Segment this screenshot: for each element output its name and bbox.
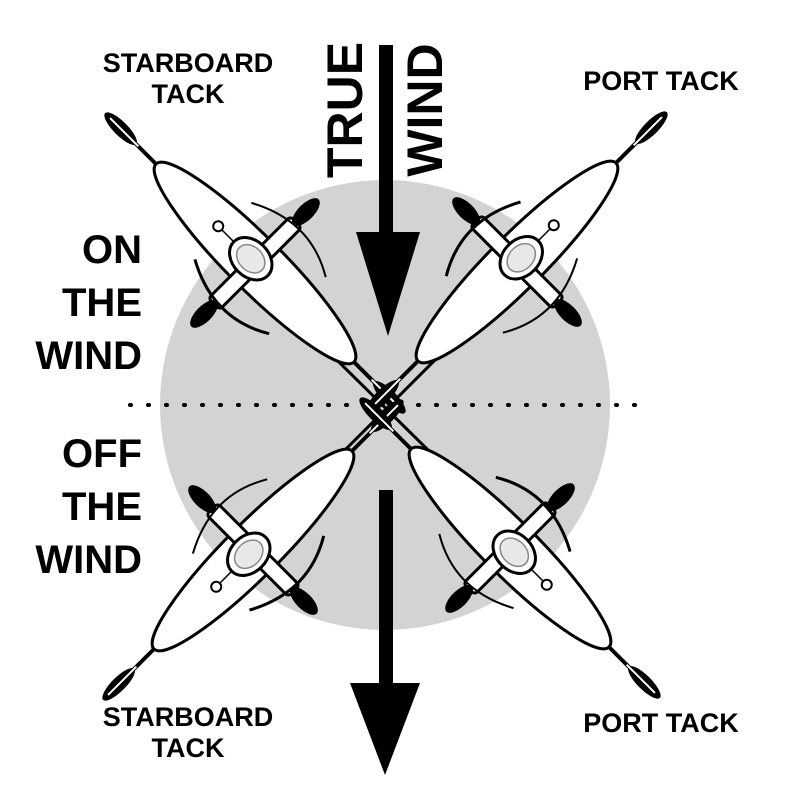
wind-word-2: WIND [397,43,453,176]
off-the-wind-line2: THE [62,485,142,529]
off-the-wind-line3: WIND [35,538,142,582]
on-the-wind-line1: ON [82,228,142,272]
off-the-wind-line1: OFF [62,432,142,476]
starboard-tack-top-line1: STARBOARD [103,48,274,78]
starboard-tack-top-line2: TACK [152,79,225,109]
wind-word-1: TRUE [317,42,373,178]
down-arrow-icon [350,490,420,775]
starboard-tack-bottom-line2: TACK [152,733,225,763]
port-tack-bottom: PORT TACK [583,708,739,738]
on-the-wind-line3: WIND [35,334,142,378]
starboard-tack-bottom-line1: STARBOARD [103,702,274,732]
port-tack-top: PORT TACK [583,66,739,96]
down-arrow-icon [356,45,420,336]
on-the-wind-line2: THE [62,281,142,325]
